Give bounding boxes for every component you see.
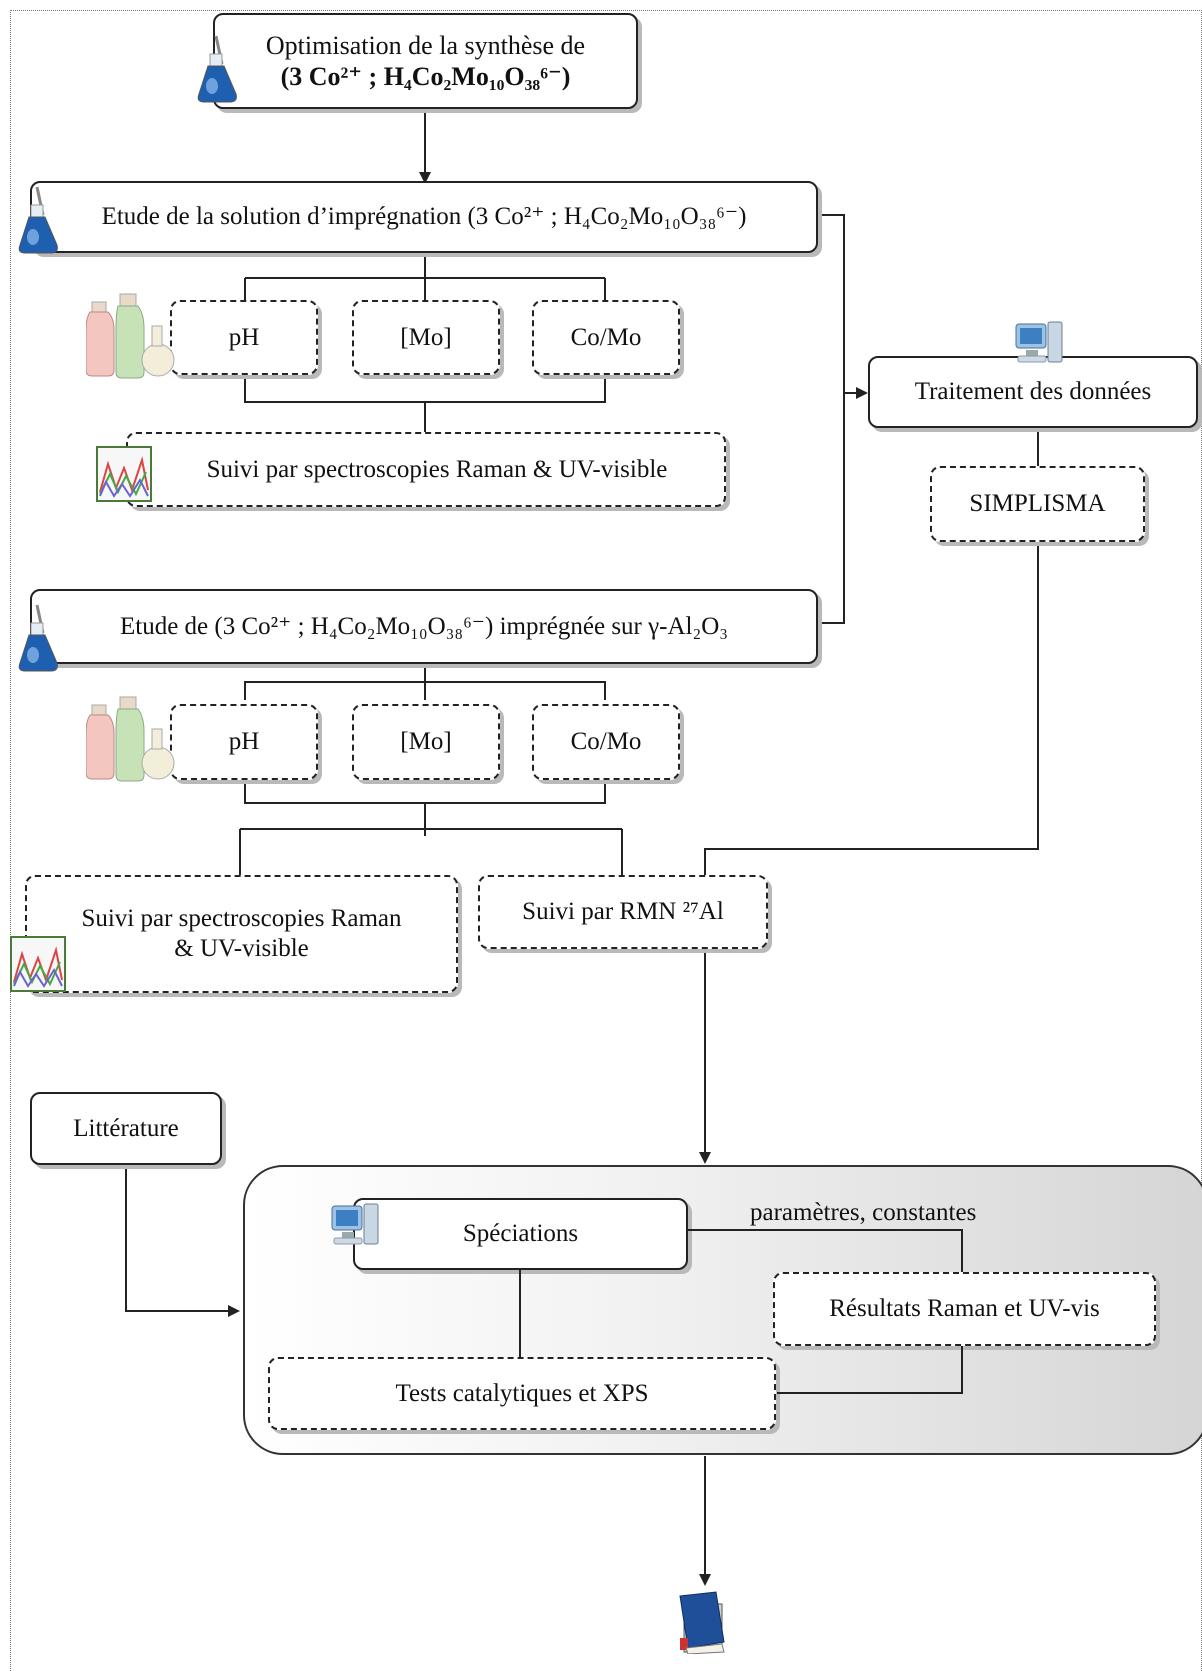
computer-icon <box>1015 321 1063 363</box>
arrow-literature-to-panel <box>125 1165 240 1317</box>
literature-text: Littérature <box>73 1114 179 1142</box>
data-processing-text: Traitement des données <box>914 378 1152 405</box>
impregnated-study-box: Etude de (3 Co²⁺ ; H₄Co₂Mo₁₀O₃₈⁶⁻) impré… <box>30 589 818 664</box>
synthesis-box: Optimisation de la synthèse de (3 Co²⁺ ;… <box>213 13 638 109</box>
arrow-simplisma-to-panel <box>699 542 1039 1164</box>
flask-icon <box>197 35 237 103</box>
solution-monitoring-box: Suivi par spectroscopies Raman & UV-visi… <box>126 432 726 507</box>
simplisma-box: SIMPLISMA <box>930 466 1145 542</box>
solution-param-como: Co/Mo <box>532 300 680 375</box>
solution-monitoring-text: Suivi par spectroscopies Raman & UV-visi… <box>206 455 668 483</box>
param-label: pH <box>228 728 260 755</box>
solution-param-ph: pH <box>170 300 318 375</box>
synthesis-line1: Optimisation de la synthèse de <box>265 30 586 60</box>
impregnated-monitoring-box: Suivi par spectroscopies Raman & UV-visi… <box>25 875 458 993</box>
book-icon <box>679 1591 725 1654</box>
connector-to-processing <box>818 214 864 624</box>
connector-solution-monitoring <box>244 375 606 432</box>
connector-impregnated-monitoring <box>239 778 623 875</box>
nmr-monitoring-box: Suivi par RMN ²⁷Al <box>478 875 768 949</box>
solution-param-mo: [Mo] <box>352 300 500 375</box>
catalytic-tests-box: Tests catalytiques et XPS <box>268 1357 776 1430</box>
literature-box: Littérature <box>30 1092 222 1165</box>
connector-impregnated-params <box>244 664 606 700</box>
flask-icon <box>18 186 58 254</box>
parameters-label: paramètres, constantes <box>750 1199 977 1226</box>
flask-icon <box>18 604 58 672</box>
speciations-box: Spéciations <box>353 1198 688 1270</box>
synthesis-line2: (3 Co²⁺ ; H₄Co₂Mo₁₀O₃₈⁶⁻) <box>280 62 571 91</box>
solution-study-title: Etude de la solution d’imprégnation (3 C… <box>101 203 747 230</box>
connector-solution-params <box>244 253 606 300</box>
param-label: pH <box>228 323 260 351</box>
param-label: [Mo] <box>400 323 452 351</box>
bottles-icon <box>86 696 175 782</box>
nmr-monitoring-text: Suivi par RMN ²⁷Al <box>522 898 724 925</box>
impregnated-param-como: Co/Mo <box>532 704 680 780</box>
computer-icon <box>331 1203 379 1245</box>
impregnated-param-mo: [Mo] <box>352 704 500 780</box>
param-label: [Mo] <box>400 728 452 755</box>
impregnated-monitoring-line2: & UV-visible <box>174 935 309 962</box>
raman-results-box: Résultats Raman et UV-vis <box>773 1272 1156 1346</box>
param-label: Co/Mo <box>570 728 642 755</box>
simplisma-text: SIMPLISMA <box>969 490 1106 517</box>
param-label: Co/Mo <box>570 323 642 351</box>
impregnated-param-ph: pH <box>170 704 318 780</box>
data-processing-box: Traitement des données <box>868 356 1198 428</box>
impregnated-study-title: Etude de (3 Co²⁺ ; H₄Co₂Mo₁₀O₃₈⁶⁻) impré… <box>119 612 728 640</box>
spectrum-icon <box>10 936 66 992</box>
impregnated-monitoring-line1: Suivi par spectroscopies Raman <box>81 905 402 932</box>
catalytic-tests-text: Tests catalytiques et XPS <box>395 1379 649 1407</box>
solution-study-box: Etude de la solution d’imprégnation (3 C… <box>30 181 818 253</box>
raman-results-text: Résultats Raman et UV-vis <box>829 1295 1100 1322</box>
bottles-icon <box>86 293 175 379</box>
spectrum-icon <box>96 446 152 502</box>
speciations-text: Spéciations <box>462 1220 579 1247</box>
